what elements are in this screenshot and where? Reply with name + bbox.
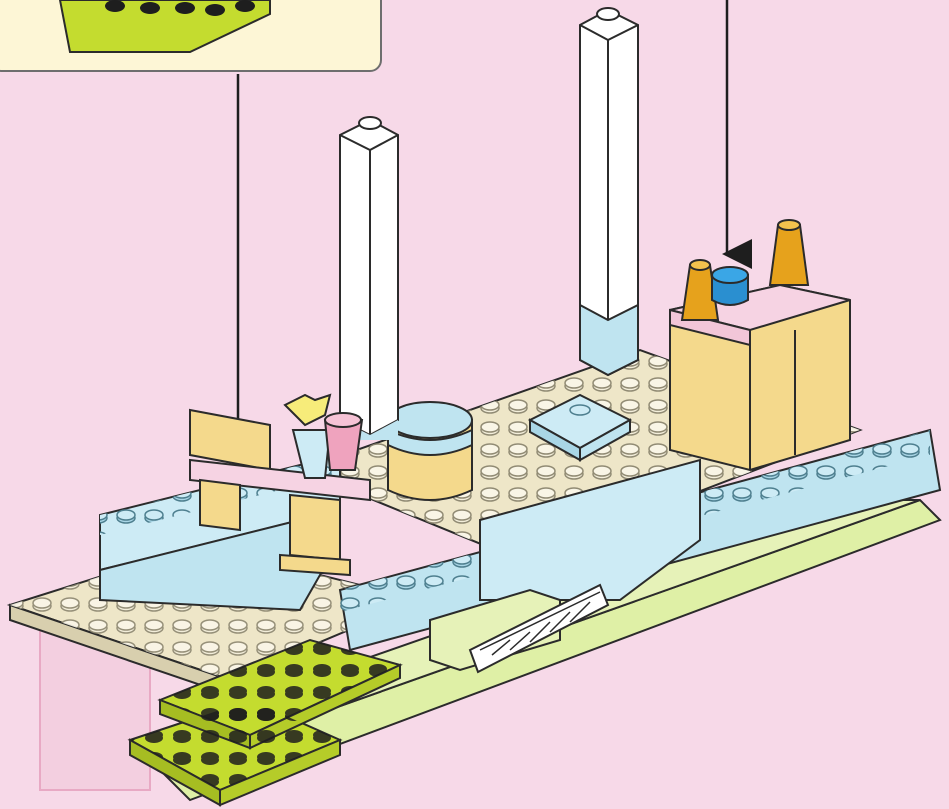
flower-vase-icon xyxy=(285,395,330,478)
white-pillar-icon xyxy=(340,117,398,440)
white-pillar-icon xyxy=(580,8,638,375)
callout-plate-preview xyxy=(60,0,270,52)
blue-round-tile-icon xyxy=(712,267,748,305)
orange-cone-icon xyxy=(770,220,808,285)
blue-round-stool xyxy=(388,402,472,500)
pink-cup-icon xyxy=(325,413,362,470)
